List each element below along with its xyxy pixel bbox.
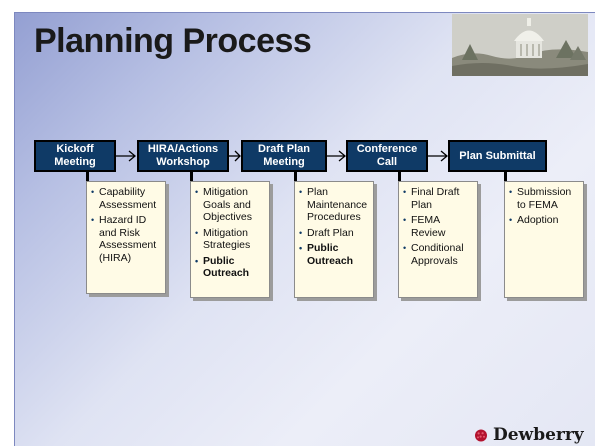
list-item: Plan Maintenance Procedures xyxy=(299,186,369,224)
detail-list: Plan Maintenance Procedures Draft Plan P… xyxy=(299,186,369,267)
step-label: Kickoff Meeting xyxy=(54,143,96,168)
detail-box-conference-call: Final Draft Plan FEMA Review Conditional… xyxy=(398,181,478,298)
frame-top-bar xyxy=(0,0,599,12)
step-draft-plan-meeting: Draft Plan Meeting xyxy=(241,140,327,172)
detail-list: Submission to FEMA Adoption xyxy=(509,186,579,227)
slide-title: Planning Process xyxy=(34,22,312,60)
detail-box-workshop: Mitigation Goals and Objectives Mitigati… xyxy=(190,181,270,298)
dewberry-logo: Dewberry xyxy=(474,425,584,445)
step-plan-submittal: Plan Submittal xyxy=(448,140,547,172)
list-item: Capability Assessment xyxy=(91,186,161,211)
detail-box-draft-plan: Plan Maintenance Procedures Draft Plan P… xyxy=(294,181,374,298)
list-item: Conditional Approvals xyxy=(403,242,473,267)
list-item: FEMA Review xyxy=(403,214,473,239)
list-item: Mitigation Goals and Objectives xyxy=(195,186,265,224)
detail-list: Capability Assessment Hazard ID and Risk… xyxy=(91,186,161,264)
list-item: Public Outreach xyxy=(299,242,369,267)
list-item: Submission to FEMA xyxy=(509,186,579,211)
step-conference-call: Conference Call xyxy=(346,140,428,172)
step-kickoff-meeting: Kickoff Meeting xyxy=(34,140,116,172)
detail-box-plan-submittal: Submission to FEMA Adoption xyxy=(504,181,584,298)
detail-list: Final Draft Plan FEMA Review Conditional… xyxy=(403,186,473,267)
step-label: HIRA/Actions Workshop xyxy=(147,143,219,168)
step-hira-actions-workshop: HIRA/Actions Workshop xyxy=(137,140,229,172)
list-item: Public Outreach xyxy=(195,255,265,280)
list-item: Draft Plan xyxy=(299,227,369,240)
detail-box-kickoff: Capability Assessment Hazard ID and Risk… xyxy=(86,181,166,294)
step-label: Plan Submittal xyxy=(459,149,536,162)
logo-text: Dewberry xyxy=(493,425,584,445)
arrow-icon xyxy=(428,150,448,162)
frame-right-bar xyxy=(595,0,599,446)
slide-inner-border xyxy=(14,12,595,446)
dewberry-logo-icon xyxy=(475,429,487,442)
detail-list: Mitigation Goals and Objectives Mitigati… xyxy=(195,186,265,280)
list-item: Mitigation Strategies xyxy=(195,227,265,252)
arrow-icon xyxy=(327,150,346,162)
arrow-icon xyxy=(229,150,241,162)
arrow-icon xyxy=(116,150,137,162)
step-label: Draft Plan Meeting xyxy=(258,143,310,168)
step-label: Conference Call xyxy=(356,143,418,168)
list-item: Adoption xyxy=(509,214,579,227)
list-item: Final Draft Plan xyxy=(403,186,473,211)
frame-left-bar xyxy=(0,0,14,446)
capitol-photo xyxy=(452,14,588,76)
list-item: Hazard ID and Risk Assessment (HIRA) xyxy=(91,214,161,264)
